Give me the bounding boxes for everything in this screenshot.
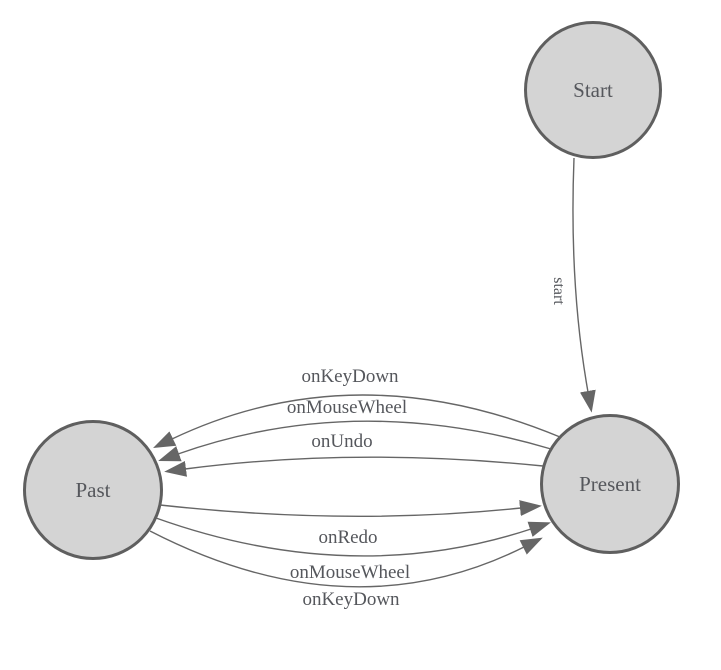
edge-label-onkeydown-bottom: onKeyDown	[302, 589, 400, 610]
edge-label-start: start	[550, 277, 567, 305]
state-node-present-label: Present	[579, 471, 641, 496]
state-node-start[interactable]: Start	[524, 21, 662, 159]
edge-present-to-past-onundo	[164, 456, 544, 477]
edge-label-onkeydown-top: onKeyDown	[301, 366, 399, 387]
edge-present-to-past-onkeydown	[153, 394, 561, 449]
state-node-past-label: Past	[75, 477, 111, 502]
edge-label-onmousewheel-top: onMouseWheel	[286, 397, 408, 418]
state-node-present[interactable]: Present	[540, 414, 680, 554]
edge-past-to-present-onkeydown	[149, 530, 543, 588]
edge-label-onmousewheel-bottom: onMouseWheel	[289, 562, 411, 583]
edge-past-to-present-onmousewheel	[155, 517, 551, 557]
state-node-past[interactable]: Past	[23, 420, 163, 560]
edge-start-to-present	[572, 157, 596, 413]
edge-label-onundo: onUndo	[311, 431, 373, 452]
edge-label-onredo: onRedo	[318, 527, 378, 548]
state-node-start-label: Start	[573, 77, 613, 102]
edge-present-to-past-onmousewheel	[158, 420, 552, 462]
edge-past-to-present-onredo	[159, 500, 542, 518]
